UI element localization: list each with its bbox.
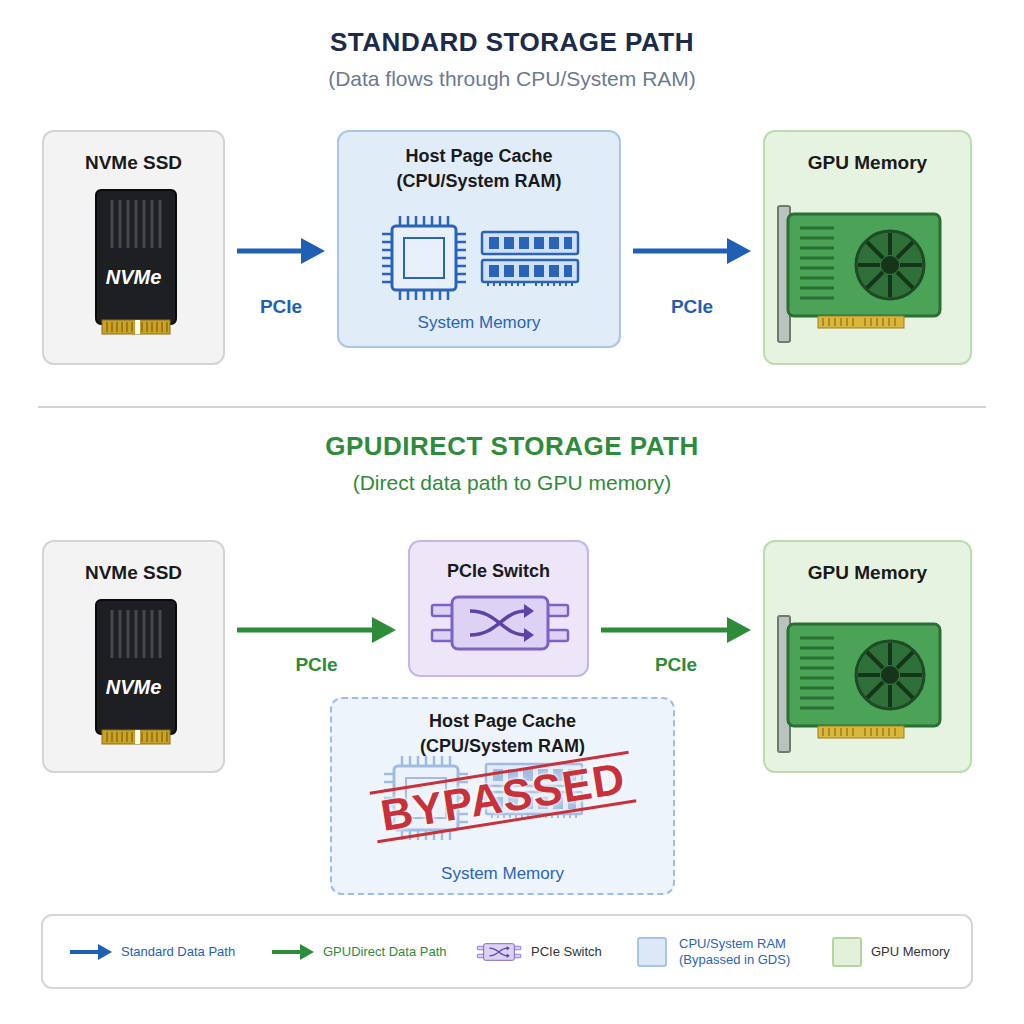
section-divider [38, 406, 986, 408]
memory-caption: System Memory [338, 863, 667, 885]
storage-box: NVMe SSD NVMe [42, 130, 225, 365]
legend-swatch [637, 937, 667, 967]
gpu-memory-box: GPU Memory [763, 130, 972, 365]
node-heading: NVMe SSD [50, 560, 217, 585]
legend-swatch [832, 937, 862, 967]
node-heading: GPU Memory [771, 150, 964, 175]
legend-text: GPU Memory [871, 944, 966, 960]
legend-text: Standard Data Path [121, 944, 261, 960]
chip-label: NVMe [50, 674, 217, 700]
pcie-arrow [601, 628, 737, 633]
memory-caption: System Memory [345, 312, 613, 334]
legend-frame [42, 915, 972, 988]
legend-switch-icon [477, 944, 521, 961]
edge-label: PCIe [631, 654, 721, 676]
pcie-switch-box: PCIe Switch [408, 540, 589, 677]
legend-text: GPUDirect Data Path [323, 944, 473, 960]
storage-box: NVMe SSD NVMe [42, 540, 225, 773]
edge-label: PCIe [272, 654, 362, 676]
legend-standard-head [98, 944, 112, 960]
legend-standard-line [70, 950, 100, 954]
pcie-arrow [237, 628, 382, 633]
pcie-arrow [237, 249, 311, 254]
node-heading: NVMe SSD [50, 150, 217, 175]
node-heading: Host Page Cache (CPU/System RAM) [403, 709, 603, 759]
page-cache-box: Host Page Cache (CPU/System RAM) System M… [337, 130, 621, 348]
section-subtitle: (Direct data path to GPU memory) [0, 471, 1024, 495]
bypassed-stamp: BYPASSED [369, 751, 636, 843]
legend-text: CPU/System RAM (Bypassed in GDS) [679, 936, 803, 968]
edge-label: PCIe [236, 296, 326, 318]
pcie-arrow [633, 249, 737, 254]
gpu-memory-box: GPU Memory [763, 540, 972, 773]
chip-label: NVMe [50, 264, 217, 290]
legend-gds-head [300, 944, 314, 960]
section-title: GPUDIRECT STORAGE PATH [0, 431, 1024, 462]
edge-label: PCIe [647, 296, 737, 318]
section-subtitle: (Data flows through CPU/System RAM) [0, 67, 1024, 91]
section-title: STANDARD STORAGE PATH [0, 27, 1024, 58]
node-heading: Host Page Cache (CPU/System RAM) [379, 144, 579, 194]
node-heading: GPU Memory [771, 560, 964, 585]
bypassed-cache-box: Host Page Cache (CPU/System RAM)BYPASSED… [330, 697, 675, 895]
node-heading: PCIe Switch [416, 560, 581, 583]
legend-text: PCIe Switch [531, 944, 631, 960]
legend-gds-line [272, 950, 302, 954]
